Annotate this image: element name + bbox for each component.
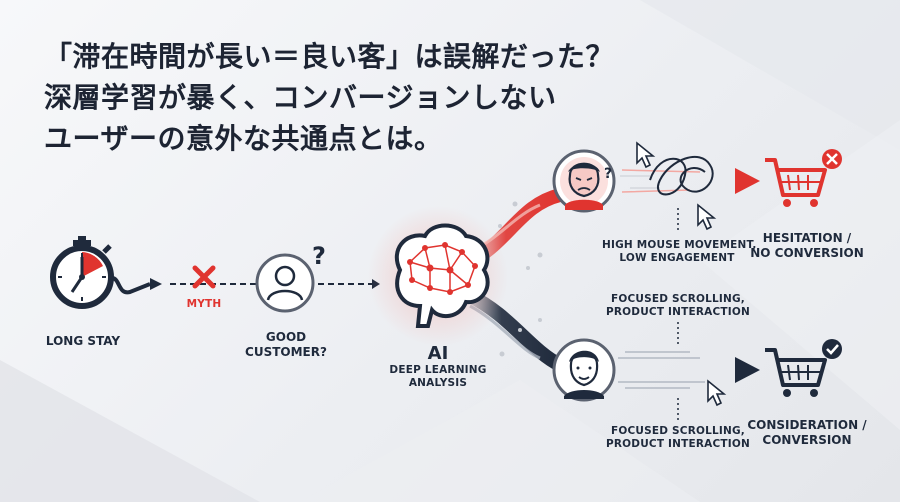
scribble-path-icon xyxy=(649,155,714,196)
svg-text:?: ? xyxy=(604,166,612,182)
title-line-3: ユーザーの意外な共通点とは。 xyxy=(44,122,443,155)
x-mark-icon xyxy=(192,265,216,289)
connector-curve xyxy=(111,276,151,295)
page-title: 「滞在時間が長い＝良い客」は誤解だった？ 深層学習が暴く、コンバージョンしない … xyxy=(44,36,614,159)
frustrated-person-icon: ? xyxy=(552,149,616,213)
stopwatch-icon xyxy=(50,236,114,309)
ai-subtitle: DEEP LEARNING ANALYSIS xyxy=(389,364,487,389)
svg-text:?: ? xyxy=(312,242,326,270)
brain-network-icon xyxy=(394,223,490,328)
long-stay-label: LONG STAY xyxy=(45,334,121,348)
bottom-behavior-label-upper: FOCUSED SCROLLING, PRODUCT INTERACTION xyxy=(605,293,750,318)
cart-check-icon xyxy=(765,339,842,397)
bottom-behavior-label-lower: FOCUSED SCROLLING, PRODUCT INTERACTION xyxy=(605,425,750,450)
top-behavior-label: HIGH MOUSE MOVEMENT, LOW ENGAGEMENT xyxy=(602,239,757,264)
ai-title: AI xyxy=(427,343,449,364)
title-line-1: 「滞在時間が長い＝良い客」は誤解だった？ xyxy=(44,40,615,73)
top-result-label: HESITATION / NO CONVERSION xyxy=(750,231,864,260)
cursor-icon-top-left xyxy=(636,141,656,169)
myth-label: MYTH xyxy=(186,298,222,310)
title-line-2: 深層学習が暴く、コンバージョンしない xyxy=(44,81,557,114)
decorative-dots xyxy=(498,201,543,357)
cursor-icon-top-right xyxy=(697,203,717,231)
cursor-icon-bottom xyxy=(707,379,727,407)
satisfied-person-icon xyxy=(552,338,616,402)
person-question-icon: ? xyxy=(255,242,326,313)
cart-x-icon xyxy=(765,149,842,207)
good-customer-label: GOOD CUSTOMER? xyxy=(245,330,327,359)
bottom-result-label: CONSIDERATION / CONVERSION xyxy=(747,418,867,447)
